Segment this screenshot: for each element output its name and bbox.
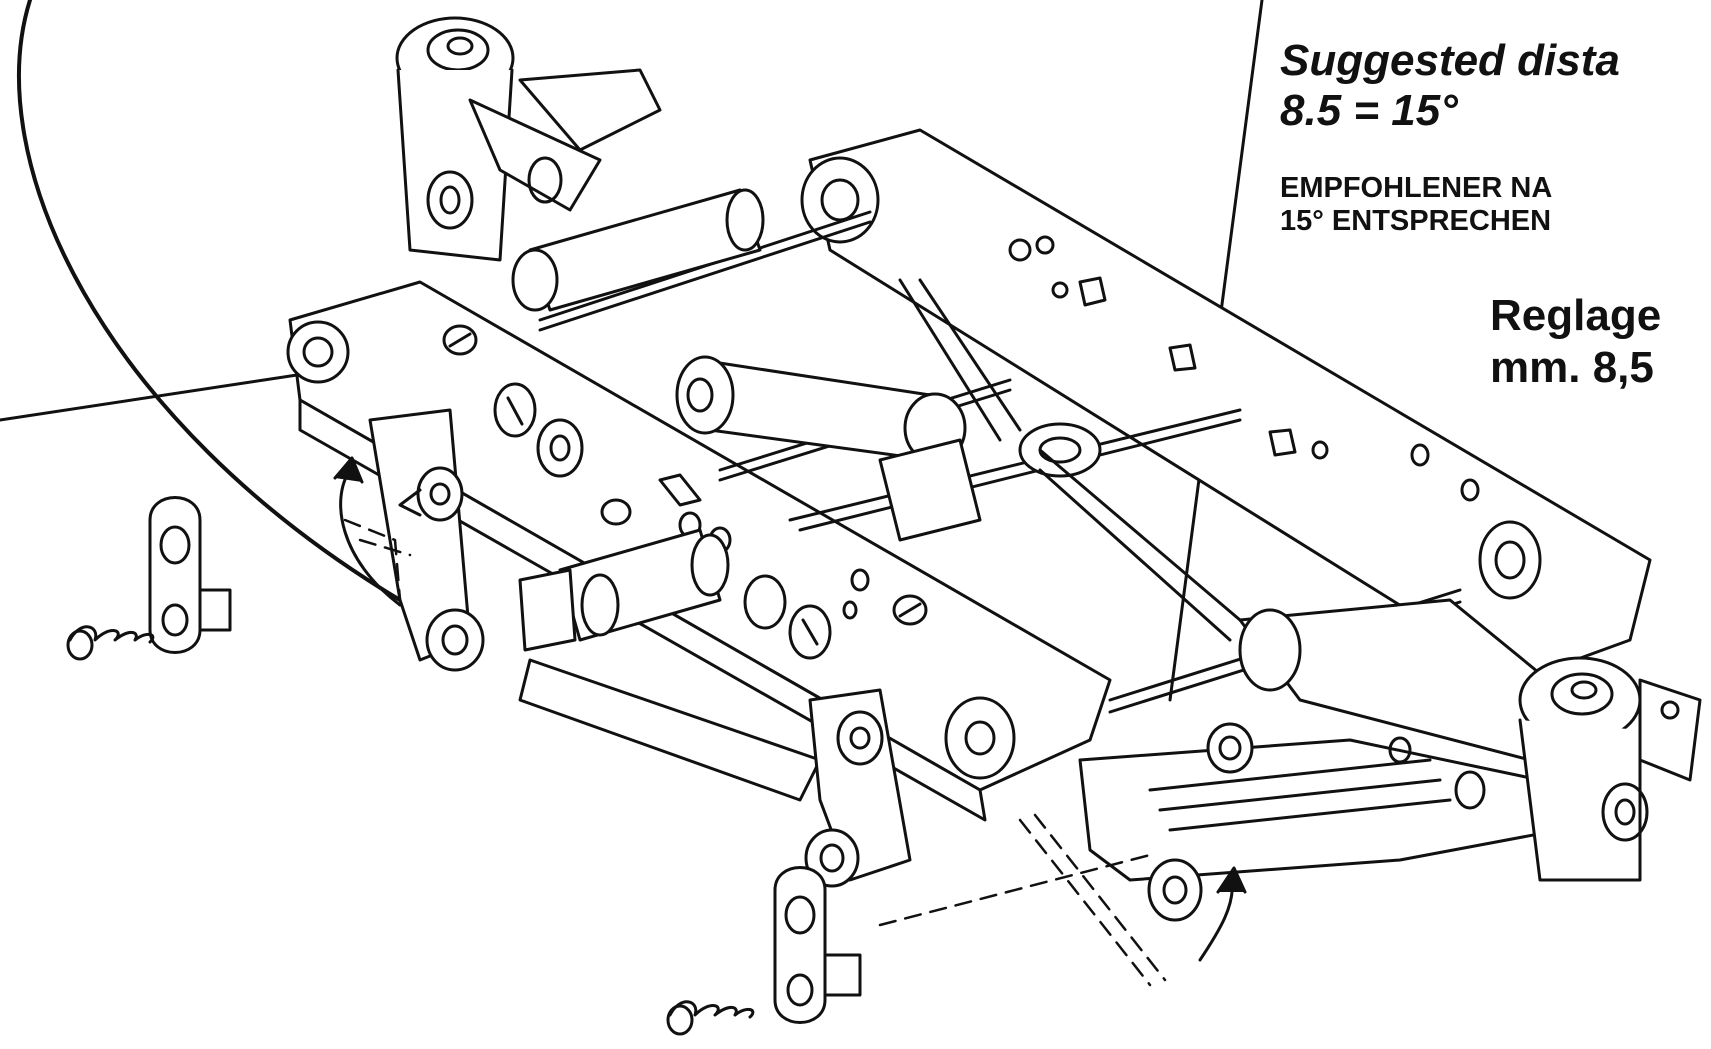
caption-english-line2: 8.5 = 15° <box>1280 86 1458 135</box>
caption-german-line1: EMPFOHLENER NA <box>1280 172 1553 204</box>
shock-bushing-upper <box>511 188 765 312</box>
leader-line-left <box>0 368 332 422</box>
shock-body-center <box>675 355 967 464</box>
right-ball-joint <box>1238 598 1702 882</box>
screw-icon <box>66 625 155 661</box>
caption-english: Suggested dista 8.5 = 15° <box>1280 36 1620 136</box>
upper-left-ball-joint <box>395 16 662 262</box>
dashed-guides <box>343 518 1167 987</box>
rear-bulkhead-bar <box>800 128 1652 682</box>
sweep-curve <box>17 0 402 602</box>
caption-french-line2: mm. 8,5 <box>1490 343 1654 392</box>
lower-arm-rear <box>1078 738 1562 922</box>
bottom-hub-carrier <box>804 688 1016 888</box>
left-hub-carrier <box>368 408 485 672</box>
shock-body-lower <box>878 422 1102 542</box>
caption-german-line2: 15° ENTSPRECHEN <box>1280 205 1552 237</box>
arrow-icon <box>333 456 1247 962</box>
caption-french: Reglage mm. 8,5 <box>1490 290 1661 394</box>
mounting-plate-icon <box>773 866 862 1024</box>
screw-icon <box>666 1000 755 1036</box>
caption-german: EMPFOHLENER NA 15° ENTSPRECHEN <box>1280 172 1552 238</box>
mounting-plate-icon <box>148 496 232 654</box>
center-struts <box>898 278 1242 642</box>
caption-english-line1: Suggested dista <box>1280 36 1620 85</box>
center-bolt <box>1206 722 1254 774</box>
lower-arm-front-left <box>518 528 822 802</box>
caption-french-line1: Reglage <box>1490 291 1662 340</box>
